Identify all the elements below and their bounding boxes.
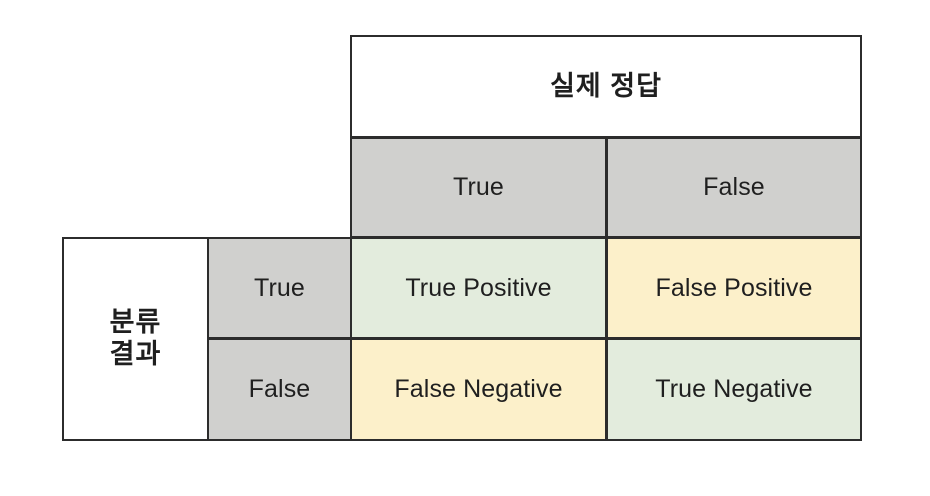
cell-false-negative: False Negative (350, 338, 607, 441)
cell-true-negative: True Negative (606, 338, 862, 441)
cell-true-positive: True Positive (350, 237, 607, 339)
classification-result-group-header: 분류 결과 (62, 237, 209, 441)
cell-false-positive: False Positive (606, 237, 862, 339)
predicted-row-header-false: False (207, 338, 352, 441)
actual-column-header-true: True (350, 137, 607, 238)
actual-answer-group-header: 실제 정답 (350, 35, 862, 138)
classification-result-label-line1: 분류 (109, 307, 162, 338)
classification-result-label-line2: 결과 (109, 339, 162, 369)
actual-column-header-false: False (606, 137, 862, 238)
predicted-row-header-true: True (207, 237, 352, 339)
